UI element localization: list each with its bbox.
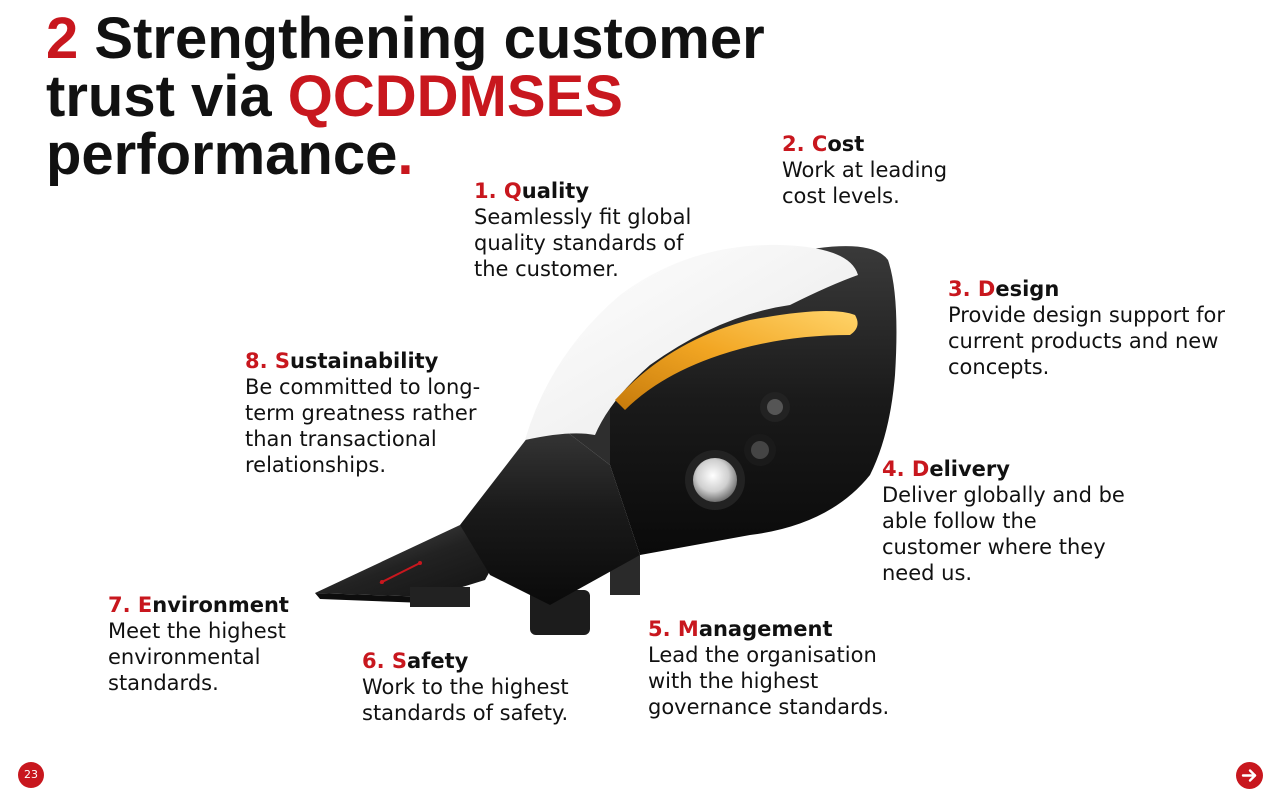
title-period: . (397, 122, 414, 187)
item-quality: 1. Quality Seamlessly fit global quality… (474, 178, 719, 282)
item-delivery: 4. Delivery Deliver globally and be able… (882, 456, 1127, 586)
item-design-description: Provide design support for current produ… (948, 303, 1226, 379)
item-safety: 6. Safety Work to the highest standards … (362, 648, 602, 726)
page-title: 2 Strengthening customer trust via QCDDM… (46, 10, 806, 184)
title-line2-prefix: trust via (46, 64, 272, 129)
title-number: 2 (46, 6, 79, 71)
item-delivery-description: Deliver globally and be able follow the … (882, 483, 1125, 585)
title-highlight: QCDDMSES (287, 64, 623, 129)
item-environment-heading: 7. Environment (108, 593, 289, 617)
item-safety-heading: 6. Safety (362, 649, 469, 673)
item-sustainability-heading: 8. Sustainability (245, 349, 439, 373)
item-design: 3. Design Provide design support for cur… (948, 276, 1228, 380)
item-sustainability: 8. Sustainability Be committed to long-t… (245, 348, 500, 478)
item-sustainability-description: Be committed to long-term greatness rath… (245, 375, 481, 477)
next-page-button[interactable] (1236, 762, 1263, 789)
item-management-description: Lead the organisation with the highest g… (648, 643, 890, 719)
item-management: 5. Management Lead the organisation with… (648, 616, 908, 720)
item-quality-description: Seamlessly fit global quality standards … (474, 205, 692, 281)
item-management-heading: 5. Management (648, 617, 833, 641)
item-environment-description: Meet the highest environmental standards… (108, 619, 286, 695)
item-cost-heading: 2. Cost (782, 132, 865, 156)
item-delivery-heading: 4. Delivery (882, 457, 1010, 481)
item-cost-description: Work at leading cost levels. (782, 158, 948, 208)
item-safety-description: Work to the highest standards of safety. (362, 675, 569, 725)
page-number-badge: 23 (18, 762, 44, 788)
side-mirror-image (315, 244, 897, 635)
item-quality-heading: 1. Quality (474, 179, 590, 203)
item-environment: 7. Environment Meet the highest environm… (108, 592, 323, 696)
arrow-right-icon (1241, 769, 1257, 782)
title-line1: Strengthening customer (94, 6, 765, 71)
item-design-heading: 3. Design (948, 277, 1060, 301)
title-line3: performance (46, 122, 398, 187)
item-cost: 2. Cost Work at leading cost levels. (782, 131, 982, 209)
